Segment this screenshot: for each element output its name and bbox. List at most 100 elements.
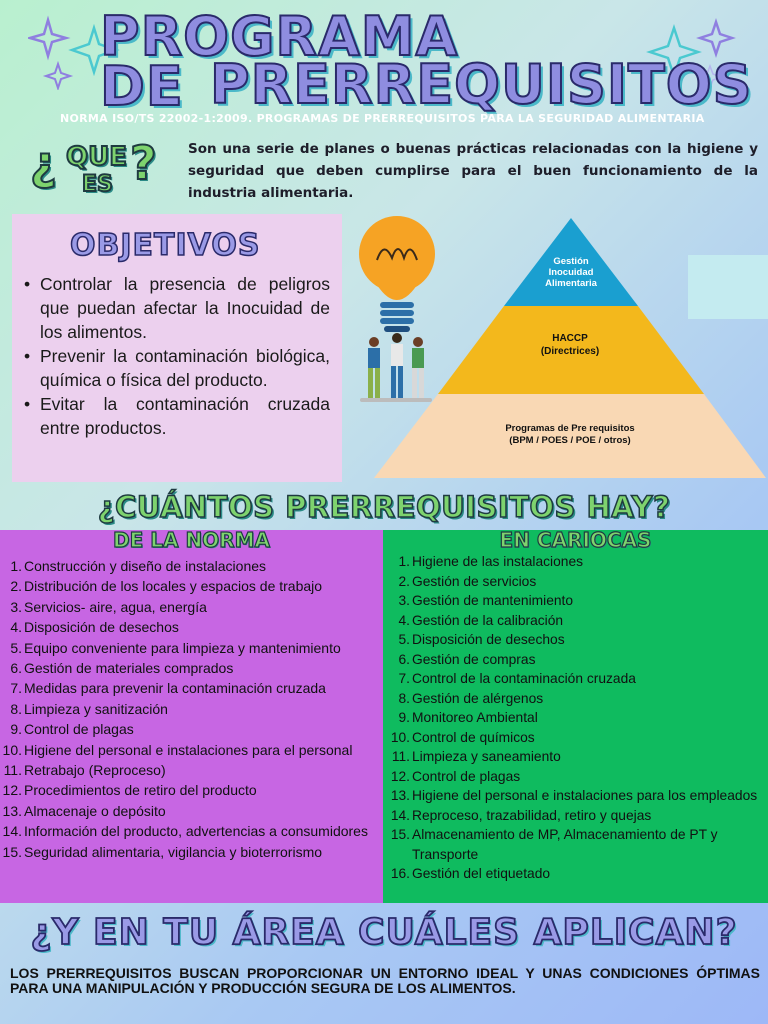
list-text: Disposición de desechos: [412, 632, 565, 647]
list-number: 5.: [398, 632, 410, 647]
list-text: Monitoreo Ambiental: [412, 710, 538, 725]
list-number: 9.: [10, 721, 22, 738]
de-la-norma-title: DE LA NORMA: [112, 527, 270, 552]
list-item: 14. Reproceso, trazabilidad, retiro y qu…: [390, 806, 762, 826]
list-number: 14.: [390, 807, 410, 823]
list-number: 8.: [10, 700, 22, 717]
list-text: Gestión de la calibración: [412, 612, 564, 628]
que-es-word1: QUE: [65, 141, 128, 173]
objetivo-item: Evitar la contaminación cruzada entre pr…: [22, 392, 330, 440]
list-text: Almacenaje o depósito: [24, 802, 166, 819]
list-item: 15.Seguridad alimentaria, vigilancia y b…: [2, 842, 378, 862]
list-text: Control de plagas: [412, 768, 521, 784]
objetivos-title: OBJETIVOS: [69, 227, 261, 264]
footer-text: LOS PRERREQUISITOS BUSCAN PROPORCIONAR U…: [10, 965, 760, 996]
en-cariocas-panel: [383, 530, 768, 903]
list-text: Medidas para prevenir la contaminación c…: [24, 680, 326, 697]
list-text: Reproceso, trazabilidad, retiro y quejas: [412, 807, 652, 823]
que-es-word2: ES: [81, 171, 114, 198]
page-title-line2: PRERREQUISITOS: [209, 53, 753, 116]
list-number: 1.: [398, 554, 410, 569]
list-text: Servicios- aire, agua, energía: [24, 598, 207, 615]
objetivos-list: Controlar la presencia de peligros que p…: [22, 272, 330, 440]
list-text: Retrabajo (Reproceso): [24, 762, 166, 779]
pyramid-mid-label: HACCP (Directrices): [490, 332, 650, 358]
list-number: 4.: [398, 612, 410, 628]
list-item: 14.Información del producto, advertencia…: [2, 821, 378, 841]
pyramid-mid-layer: [438, 306, 704, 394]
list-text: Gestión de mantenimiento: [412, 593, 574, 608]
definition-text: Son una serie de planes o buenas práctic…: [188, 141, 758, 201]
list-item: 2. Distribución de los locales y espacio…: [2, 576, 378, 596]
list-item: 11.Retrabajo (Reproceso): [2, 760, 378, 780]
list-number: 10.: [390, 729, 410, 745]
list-item: 6. Gestión de compras: [390, 650, 762, 670]
list-item: 10.Higiene del personal e instalaciones …: [2, 740, 378, 760]
list-number: 7.: [398, 671, 410, 686]
objetivo-item: Controlar la presencia de peligros que p…: [22, 272, 330, 344]
list-number: 6.: [10, 660, 22, 677]
sparkle-icon: [646, 18, 736, 91]
que-es-heading: ¿ QUE ES ?: [29, 135, 180, 202]
list-number: 11.: [3, 762, 22, 779]
list-item: 13. Higiene del personal e instalaciones…: [390, 786, 762, 806]
list-number: 13.: [2, 802, 22, 819]
list-text: Almacenamiento de MP, Almacenamiento de …: [412, 827, 718, 862]
list-number: 14.: [2, 823, 22, 840]
list-text: Limpieza y sanitización: [24, 700, 168, 717]
list-number: 9.: [398, 710, 410, 725]
pyramid-top-layer: [504, 218, 638, 306]
list-text: Disposición de desechos: [24, 619, 179, 636]
list-number: 16.: [390, 866, 410, 881]
list-item: 12. Control de plagas: [390, 767, 762, 787]
list-item: 11.Limpieza y saneamiento: [390, 747, 762, 767]
pyramid-mid-line1: HACCP: [552, 333, 588, 344]
page-title-line1: PROGRAMA DE: [99, 5, 459, 118]
list-text: Gestión del etiquetado: [412, 866, 551, 881]
sparkle-icon: [28, 15, 120, 90]
list-text: Higiene del personal e instalaciones par…: [412, 788, 758, 803]
list-text: Construcción y diseño de instalaciones: [24, 558, 267, 574]
pyramid-base-layer: [374, 394, 766, 478]
list-item: 10. Control de químicos: [390, 728, 762, 748]
list-item: 9.Control de plagas: [2, 719, 378, 739]
list-item: 3. Gestión de mantenimiento: [390, 591, 762, 611]
list-item: 4.Gestión de la calibración: [390, 611, 762, 631]
list-number: 6.: [398, 651, 410, 667]
list-number: 13.: [390, 788, 410, 803]
list-number: 3.: [398, 593, 410, 608]
list-item: 12.Procedimientos de retiro del producto: [2, 780, 378, 800]
list-text: Control de la contaminación cruzada: [412, 671, 636, 686]
list-item: 13.Almacenaje o depósito: [2, 801, 378, 821]
pyramid-base-line1: Programas de Pre requisitos: [505, 423, 635, 434]
decorative-rectangle: [688, 255, 768, 319]
list-item: 5.Equipo conveniente para limpieza y man…: [2, 638, 378, 658]
list-item: 16.Gestión del etiquetado: [390, 864, 762, 884]
list-number: 2.: [398, 573, 410, 589]
list-number: 11.: [391, 749, 410, 764]
list-number: 8.: [398, 690, 410, 706]
list-number: 7.: [10, 680, 22, 697]
list-number: 2.: [10, 578, 22, 595]
pyramid-diagram: [374, 218, 766, 478]
list-number: 12.: [390, 768, 410, 784]
list-number: 15.: [390, 827, 410, 842]
pyramid-base-label: Programas de Pre requisitos (BPM / POES …: [470, 423, 670, 447]
list-text: Gestión de materiales comprados: [24, 660, 234, 677]
list-item: 1.Higiene de las instalaciones: [390, 552, 762, 572]
norma-subtitle: NORMA ISO/TS 22002-1:2009. PROGRAMAS DE …: [60, 112, 705, 125]
que-es-open: ¿: [29, 135, 58, 191]
pyramid-mid-line2: (Directrices): [540, 346, 600, 357]
list-text: Equipo conveniente para limpieza y mante…: [24, 639, 341, 656]
objetivo-item: Prevenir la contaminación biológica, quí…: [22, 344, 330, 392]
list-text: Higiene del personal e instalaciones par…: [24, 741, 353, 758]
list-text: Gestión de servicios: [412, 573, 537, 589]
que-es-close: ?: [129, 135, 158, 191]
list-item: 7.Control de la contaminación cruzada: [390, 669, 762, 689]
list-number: 12.: [2, 782, 22, 799]
cuantos-heading: ¿CUÁNTOS PRERREQUISITOS HAY?: [97, 489, 671, 525]
list-item: 5. Disposición de desechos: [390, 630, 762, 650]
list-text: Gestión de alérgenos: [412, 690, 544, 706]
pyramid-base-line2: (BPM / POES / POE / otros): [509, 435, 631, 446]
list-text: Gestión de compras: [412, 651, 536, 667]
